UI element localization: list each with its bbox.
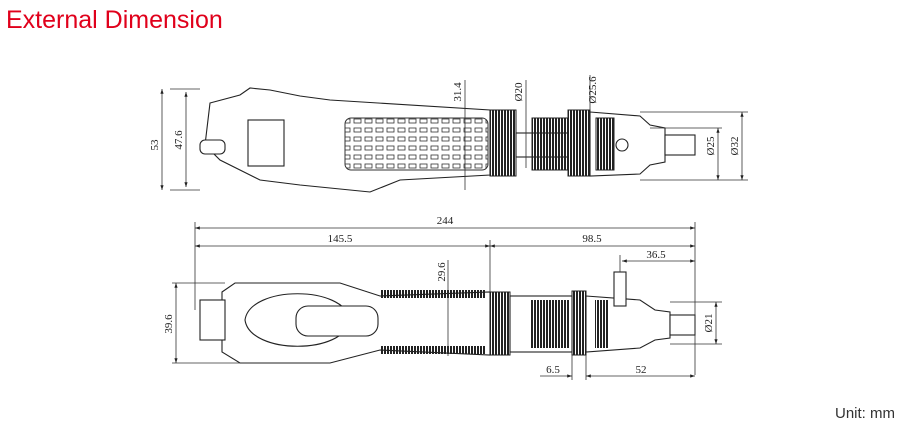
unit-label: Unit: mm <box>835 405 895 422</box>
dim-nose: 52 <box>636 364 647 376</box>
dim-height-grip: 29.6 <box>436 262 448 282</box>
power-connector <box>199 139 226 155</box>
dim-height-body: 47.6 <box>173 130 185 150</box>
dim-d21: Ø21 <box>703 314 715 333</box>
dim-length-front: 98.5 <box>582 233 602 245</box>
power-connector <box>199 299 226 341</box>
grip-ring <box>489 109 517 177</box>
dim-d20: Ø20 <box>513 82 525 101</box>
page-title: External Dimension <box>6 6 223 34</box>
dim-height-body: 39.6 <box>163 314 175 334</box>
dim-d32: Ø32 <box>729 137 741 156</box>
air-fitting <box>613 271 627 307</box>
display-window <box>295 305 379 337</box>
dim-clutch: 6.5 <box>546 364 560 376</box>
dim-d25: Ø25 <box>705 136 717 155</box>
dim-grip: 31.4 <box>452 82 464 102</box>
top-view: 53 47.6 31.4 Ø20 Ø25.6 Ø25 Ø32 <box>149 75 748 193</box>
dim-height-total: 53 <box>149 139 161 151</box>
dim-length-tip: 36.5 <box>646 249 666 261</box>
dim-d25-6: Ø25.6 <box>587 76 599 104</box>
display-window <box>247 119 285 167</box>
bit-holder <box>664 134 696 156</box>
side-view: 244 145.5 98.5 36.5 29.6 39.6 Ø21 6.5 52 <box>163 215 722 380</box>
dim-length-body: 145.5 <box>328 233 353 245</box>
dim-length-total: 244 <box>437 215 454 227</box>
bit-holder <box>669 314 696 336</box>
grip-pattern <box>344 117 489 171</box>
